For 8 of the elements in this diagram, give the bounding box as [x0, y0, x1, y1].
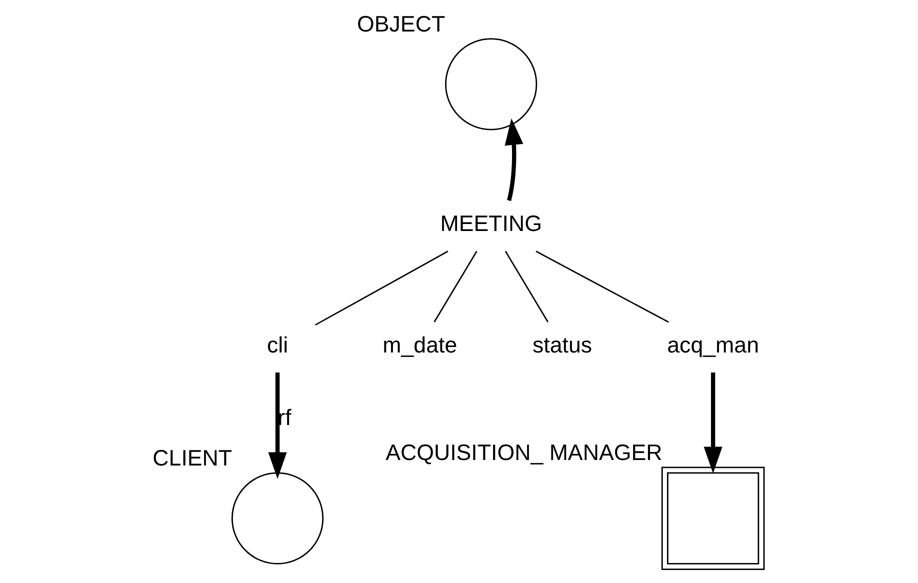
node-label: ACQUISITION_ MANAGER — [386, 440, 662, 466]
node-text: status — [532, 332, 592, 358]
node-text: m_date — [382, 332, 458, 358]
node-text: cli — [266, 332, 288, 358]
node-label: OBJECT — [357, 12, 446, 37]
node-text: MEETING — [440, 211, 542, 236]
node-text: acq_man — [667, 332, 759, 358]
node-label: CLIENT — [152, 446, 232, 471]
